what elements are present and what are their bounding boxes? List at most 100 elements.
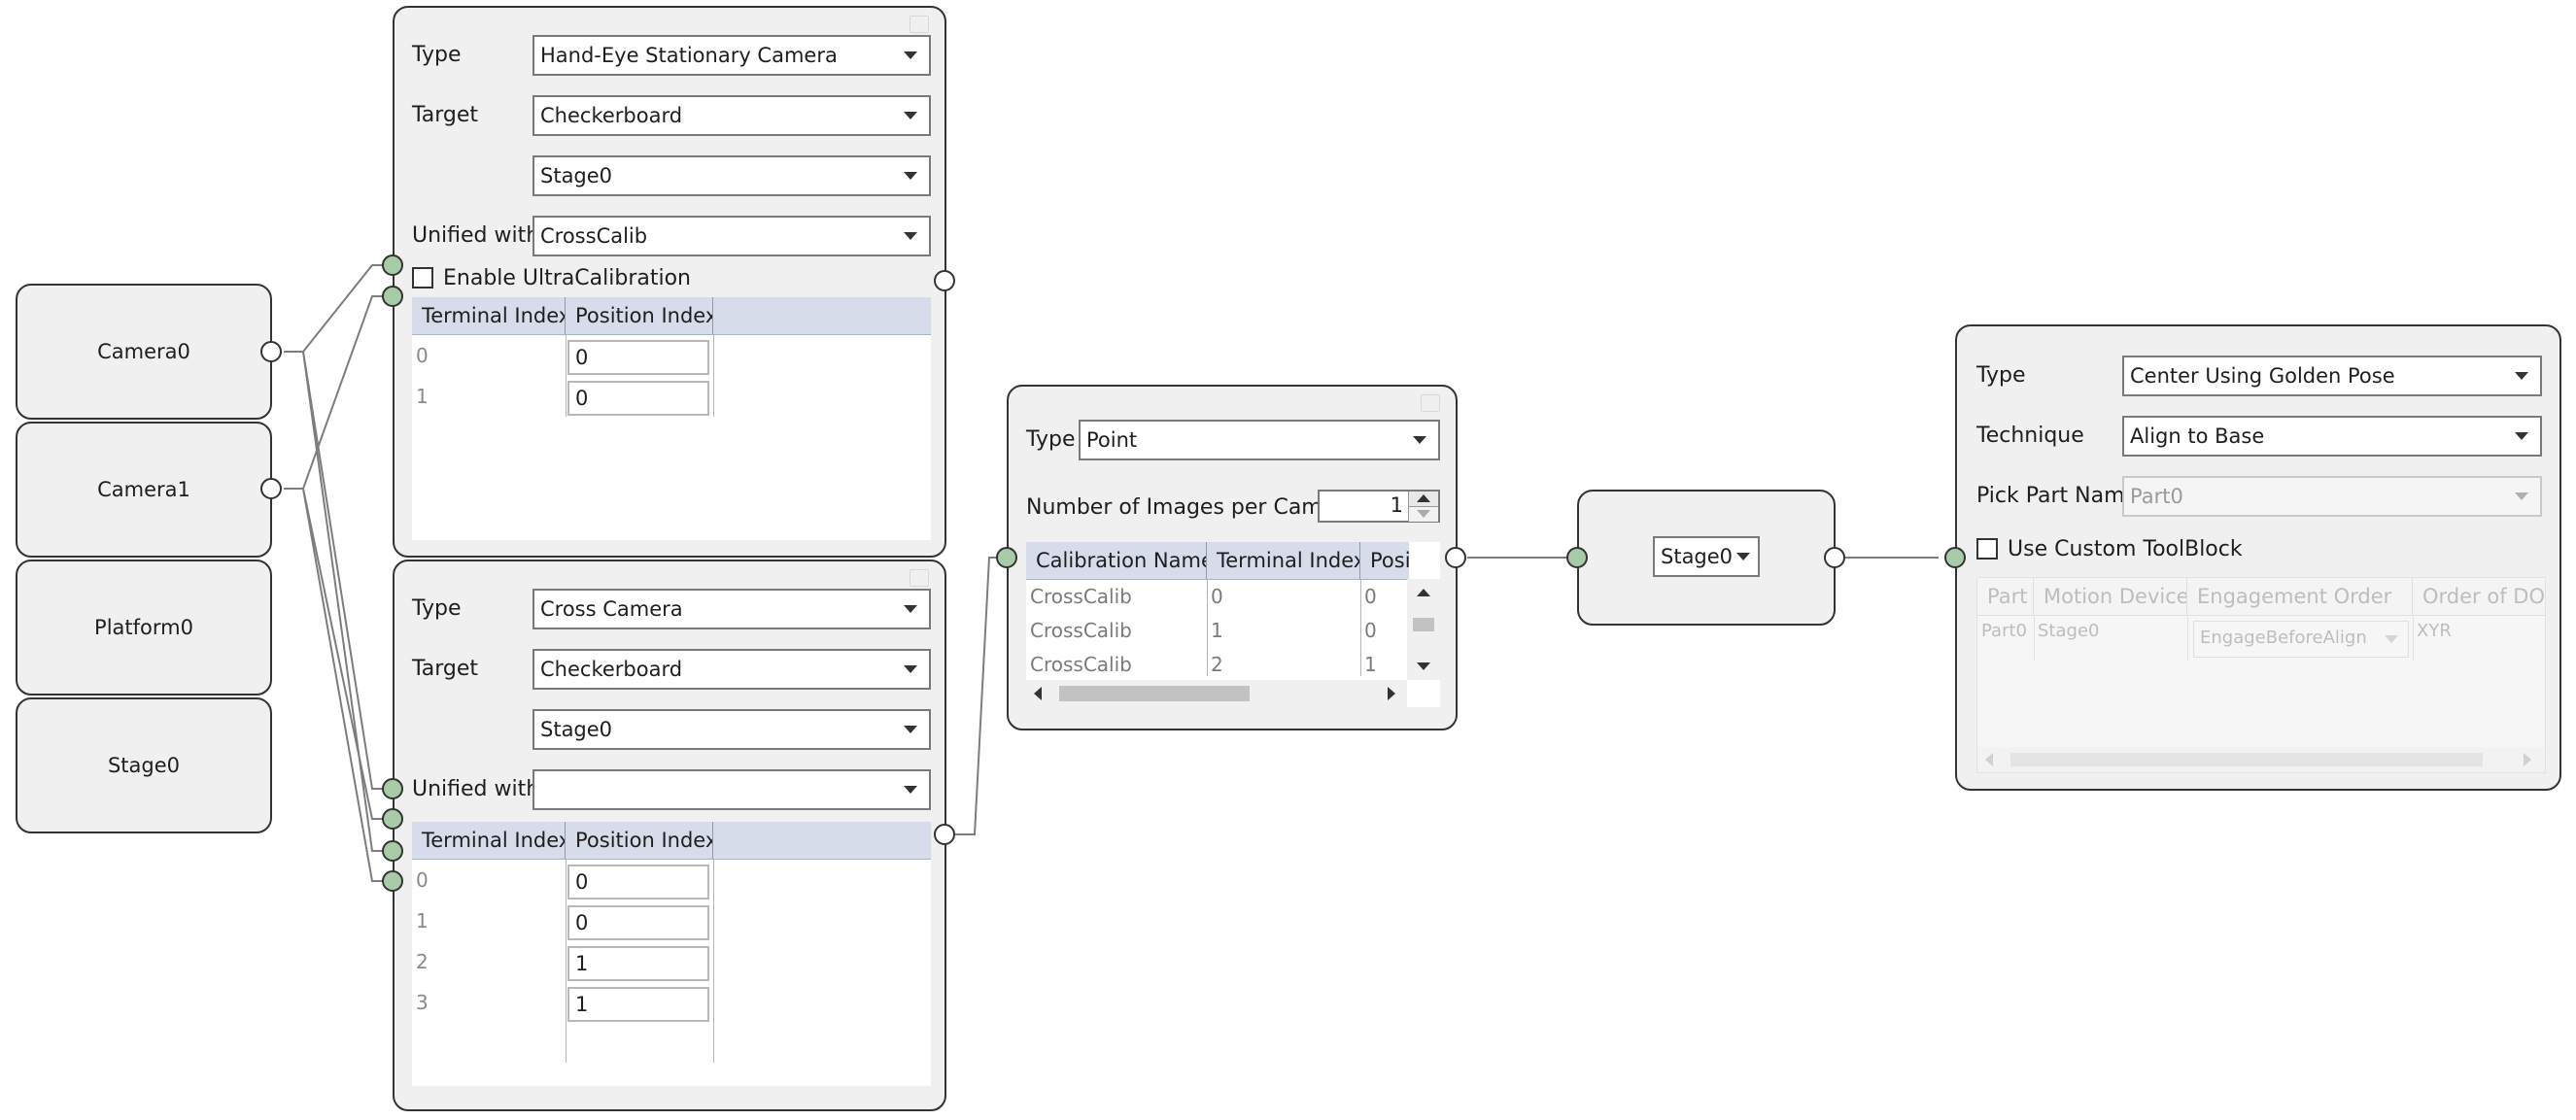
scrollbar-thumb[interactable] [2010, 753, 2483, 766]
ultracalibration-checkbox[interactable] [412, 267, 433, 288]
stage-input-port[interactable] [1566, 547, 1588, 568]
unified-with-dropdown[interactable] [532, 769, 931, 810]
feature-type-value: Point [1086, 428, 1138, 452]
arrow-up-icon[interactable] [1417, 589, 1430, 596]
feature-output-port[interactable] [1445, 547, 1466, 568]
terminal-position-grid: Terminal Index Position Index 0 0 1 0 [412, 297, 931, 540]
hardware-node-platform0[interactable]: Platform0 [16, 560, 272, 696]
horizontal-scrollbar[interactable] [1026, 680, 1407, 707]
stepper-down-button[interactable] [1408, 506, 1438, 522]
type-dropdown-value: Hand-Eye Stationary Camera [540, 44, 838, 67]
target-dropdown[interactable]: Checkerboard [532, 95, 931, 136]
unified-with-dropdown[interactable]: CrossCalib [532, 216, 931, 256]
hardware-label: Camera0 [97, 340, 190, 363]
calibration-name-cell: CrossCalib [1030, 619, 1132, 642]
terminal-index-cell: 3 [416, 991, 429, 1014]
engagement-order-dropdown[interactable]: EngageBeforeAlign [2193, 621, 2409, 658]
arrow-down-icon[interactable] [1417, 662, 1430, 670]
calib2-input-port-d[interactable] [382, 870, 403, 892]
vertical-scrollbar[interactable] [1407, 579, 1440, 680]
column-header-position-index[interactable]: Position Index [566, 297, 713, 334]
grid-column-divider [1207, 579, 1208, 676]
feature-node[interactable]: Type Point Number of Images per Camera 1… [1007, 385, 1458, 730]
calib2-output-port[interactable] [934, 824, 955, 845]
scrollbar-thumb[interactable] [1059, 686, 1250, 701]
pick-part-name-dropdown[interactable]: Part0 [2122, 476, 2542, 517]
hardware-node-camera0[interactable]: Camera0 [16, 284, 272, 420]
images-per-camera-stepper[interactable]: 1 [1318, 490, 1440, 523]
node-resize-grip[interactable] [910, 16, 929, 33]
motion-device-cell: Stage0 [2038, 621, 2100, 641]
column-header-terminal-index[interactable]: Terminal Index [1207, 542, 1360, 579]
stage-dropdown[interactable]: Stage0 [532, 709, 931, 750]
stage-output-port[interactable] [1824, 547, 1845, 568]
grid-header: Part Motion Device Engagement Order Orde… [1977, 578, 2545, 616]
column-header-position-index[interactable]: Posi [1370, 549, 1411, 572]
arrow-right-icon[interactable] [2524, 753, 2531, 766]
arrow-right-icon[interactable] [1388, 687, 1395, 700]
column-header-order-of-dof[interactable]: Order of DOF [2422, 585, 2545, 608]
chevron-down-icon [2385, 635, 2398, 643]
stepper-up-button[interactable] [1408, 492, 1438, 506]
arrow-up-icon [1417, 494, 1430, 502]
camera0-output-port[interactable] [260, 341, 282, 362]
arrow-left-icon[interactable] [1034, 687, 1042, 700]
stage-dropdown[interactable]: Stage0 [532, 155, 931, 196]
column-header-part[interactable]: Part [1977, 578, 2034, 615]
feature-input-port[interactable] [996, 547, 1017, 568]
alignment-input-port[interactable] [1944, 547, 1966, 568]
calib1-output-port[interactable] [934, 270, 955, 291]
terminal-index-cell: 1 [416, 385, 429, 408]
wire-camera1-calib1-b [284, 295, 389, 490]
alignment-type-dropdown[interactable]: Center Using Golden Pose [2122, 356, 2542, 396]
calib2-input-port-a[interactable] [382, 778, 403, 799]
technique-dropdown[interactable]: Align to Base [2122, 416, 2542, 457]
use-custom-toolblock-label: Use Custom ToolBlock [2008, 537, 2243, 561]
feature-type-dropdown[interactable]: Point [1079, 420, 1440, 460]
part-cell: Part0 [1981, 621, 2027, 641]
calibration-node-cross-camera[interactable]: Type Cross Camera Target Checkerboard St… [393, 560, 946, 1111]
column-header-calibration-name[interactable]: Calibration Name [1026, 542, 1207, 579]
type-dropdown[interactable]: Cross Camera [532, 589, 931, 629]
position-index-input[interactable]: 1 [567, 946, 709, 981]
target-dropdown[interactable]: Checkerboard [532, 649, 931, 690]
position-index-input[interactable]: 1 [567, 987, 709, 1022]
calibration-node-hand-eye[interactable]: Type Hand-Eye Stationary Camera Target C… [393, 6, 946, 558]
scrollbar-thumb[interactable] [1413, 618, 1434, 631]
chevron-down-icon [2515, 432, 2528, 440]
hardware-label: Platform0 [94, 616, 193, 639]
hardware-node-camera1[interactable]: Camera1 [16, 422, 272, 558]
chevron-down-icon [904, 605, 917, 613]
calib2-input-port-c[interactable] [382, 840, 403, 862]
grid-column-divider [713, 859, 714, 1063]
grid-header: Terminal Index Position Index [412, 822, 931, 860]
position-index-input[interactable]: 0 [567, 865, 709, 899]
engagement-order-value: EngageBeforeAlign [2200, 628, 2367, 648]
stage-select-dropdown[interactable]: Stage0 [1653, 536, 1760, 577]
stage-node[interactable]: Stage0 [1577, 490, 1836, 626]
position-index-cell: 1 [1364, 653, 1377, 676]
calib2-input-port-b[interactable] [382, 808, 403, 830]
arrow-left-icon[interactable] [1985, 753, 1993, 766]
use-custom-toolblock-checkbox[interactable] [1976, 538, 1998, 560]
wire-camera1-calib2-d [284, 488, 389, 882]
column-header-engagement-order[interactable]: Engagement Order [2187, 578, 2413, 615]
calib1-input-port-b[interactable] [382, 286, 403, 307]
wire-camera0-calib2-a [284, 351, 389, 790]
position-index-input[interactable]: 0 [567, 381, 709, 416]
camera1-output-port[interactable] [260, 478, 282, 499]
horizontal-scrollbar[interactable] [1977, 747, 2545, 772]
type-dropdown[interactable]: Hand-Eye Stationary Camera [532, 35, 931, 76]
alignment-node[interactable]: Type Center Using Golden Pose Technique … [1955, 324, 2561, 791]
calib1-input-port-a[interactable] [382, 255, 403, 276]
column-header-terminal-index[interactable]: Terminal Index [412, 297, 566, 334]
position-index-input[interactable]: 0 [567, 905, 709, 940]
node-resize-grip[interactable] [910, 569, 929, 587]
stage-dropdown-value: Stage0 [540, 718, 613, 741]
hardware-node-stage0[interactable]: Stage0 [16, 697, 272, 833]
node-resize-grip[interactable] [1421, 394, 1440, 412]
column-header-motion-device[interactable]: Motion Device [2034, 578, 2187, 615]
column-header-terminal-index[interactable]: Terminal Index [412, 822, 566, 859]
column-header-position-index[interactable]: Position Index [566, 822, 713, 859]
position-index-input[interactable]: 0 [567, 340, 709, 375]
